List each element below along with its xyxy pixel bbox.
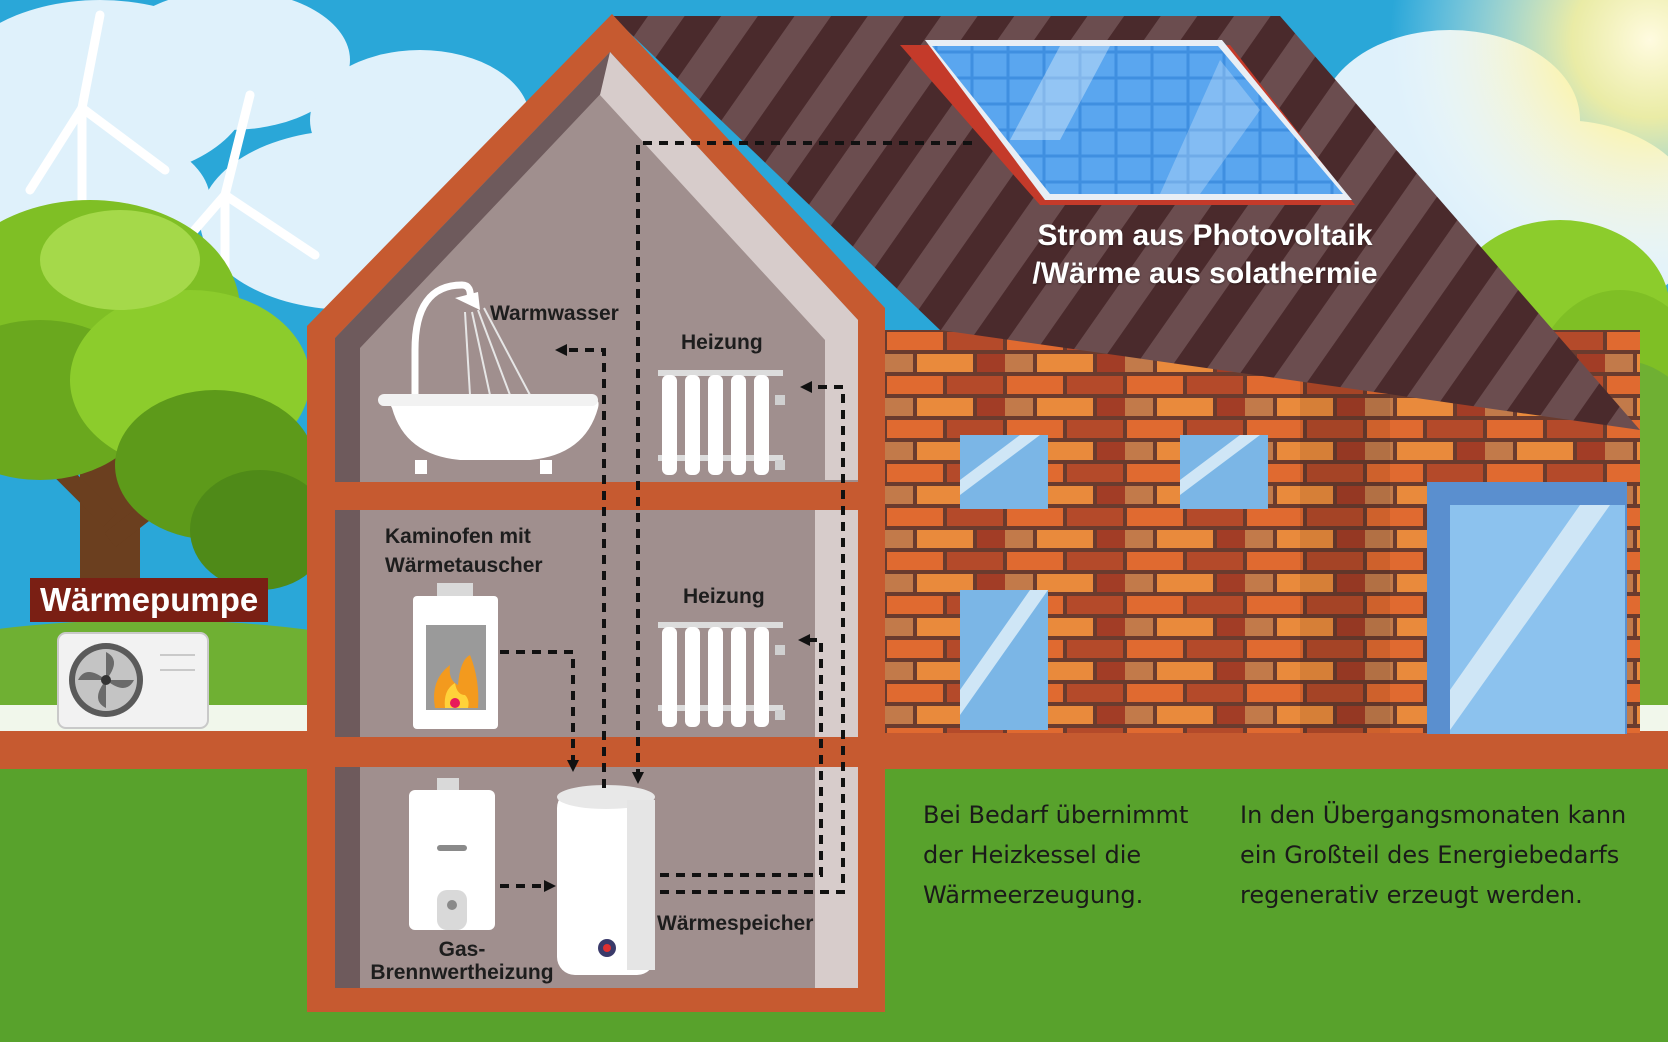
label-gas-line2: Brennwertheizung (370, 961, 554, 984)
label-waermespeicher: Wärmespeicher (657, 912, 814, 935)
info-right-line: regenerativ erzeugt werden. (1240, 881, 1583, 909)
storage-tank-icon (557, 785, 655, 975)
info-left-line: der Heizkessel die (923, 841, 1142, 869)
label-kaminofen-line1: Kaminofen mit (385, 525, 531, 548)
label-warmwasser: Warmwasser (490, 302, 619, 325)
label-heizung-mid: Heizung (683, 585, 765, 608)
roof (612, 16, 1640, 430)
info-left-line: Wärmeerzeugung. (923, 881, 1144, 909)
info-text-left: Bei Bedarf übernimmt der Heizkessel die … (923, 795, 1188, 915)
info-text-right: In den Übergangsmonaten kann ein Großtei… (1240, 795, 1626, 915)
window-icon (960, 435, 1627, 734)
floor-slab (335, 737, 858, 767)
fireplace-icon (413, 583, 498, 729)
radiator-icon (658, 370, 785, 475)
info-right-line: ein Großteil des Energiebedarfs (1240, 841, 1620, 869)
label-heizung-top: Heizung (681, 331, 763, 354)
label-gas-line1: Gas- (438, 938, 486, 961)
tree-left-icon (0, 200, 330, 620)
solar-panel-icon (900, 40, 1355, 205)
info-left-line: Bei Bedarf übernimmt (923, 801, 1189, 829)
solar-title-line1: Strom aus Photovoltaik (1037, 219, 1373, 252)
heat-pump-icon (57, 632, 209, 729)
floor-slab (335, 482, 858, 510)
flow-line (500, 141, 972, 894)
gas-boiler-icon (409, 778, 495, 930)
bathtub-icon (378, 281, 599, 474)
flow-arrowheads (544, 344, 812, 892)
solar-title-line2: /Wärme aus solathermie (1032, 257, 1378, 290)
info-right-line: In den Übergangsmonaten kann (1240, 801, 1627, 829)
label-kaminofen-line2: Wärmetauscher (385, 554, 543, 577)
label-waermepumpe: Wärmepumpe (30, 578, 269, 622)
radiator-icon (658, 622, 785, 727)
